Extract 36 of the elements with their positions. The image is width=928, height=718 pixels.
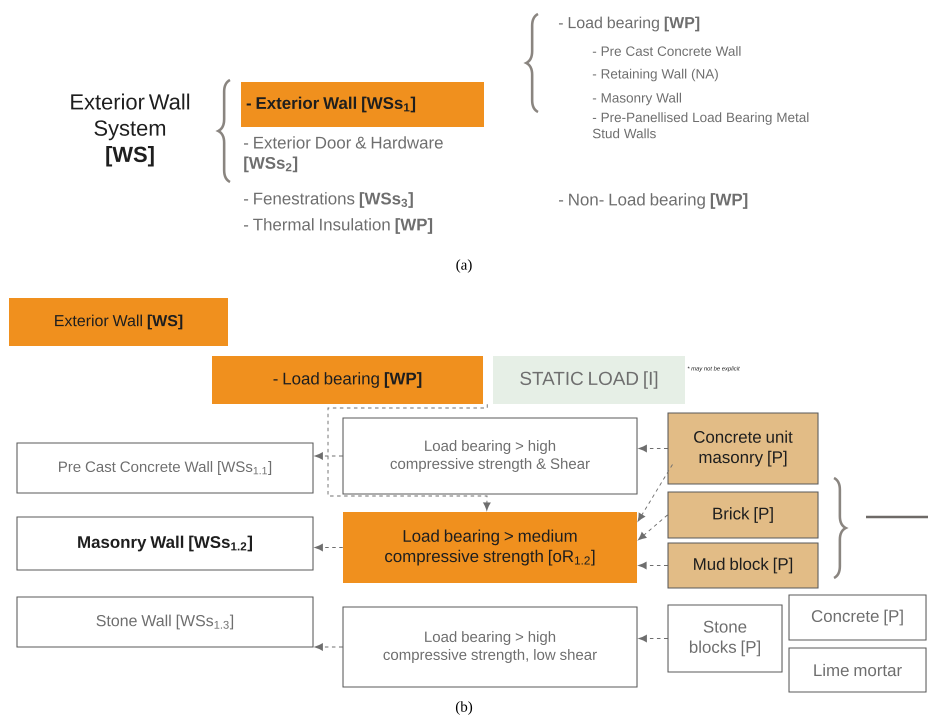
list-item: - Fenestrations [WSs$_{3}$] xyxy=(244,192,413,208)
list-item: - Masonry Wall xyxy=(592,92,681,106)
highlight-box: - Exterior Wall [WSs$_{1}$] xyxy=(241,82,484,127)
list-item: - Retaining Wall (NA) xyxy=(592,68,718,82)
load-box: STATIC LOAD [I] xyxy=(493,356,686,404)
material-box: Concrete unit masonry [P] xyxy=(667,412,819,485)
material-box: Concrete [P] xyxy=(788,594,927,641)
process-box: Load bearing > high compressive strength & Shear xyxy=(342,417,638,495)
arrow xyxy=(328,404,491,511)
list-item: - Pre Cast Concrete Wall xyxy=(592,46,740,56)
process-box: Load bearing > medium compressive strength [oR$_{1.2}$] xyxy=(343,512,637,583)
material-box: Lime mortar xyxy=(788,647,927,693)
list-heading: - Non- Load bearing [WP] xyxy=(559,193,748,209)
category-box: - Load bearing [WP] xyxy=(212,356,483,404)
process-box: Stone Wall [WSs$_{1.3}$] xyxy=(16,596,314,648)
list-item: - Thermal Insulation [WP] xyxy=(244,218,432,234)
process-box: Pre Cast Concrete Wall [WSs$_{1.1}$] xyxy=(16,442,314,494)
category-box: Exterior Wall [WS] xyxy=(9,298,228,346)
arrow xyxy=(638,562,668,570)
process-box: Load bearing > high compressive strength, low shear xyxy=(342,606,638,688)
material-box: Mud block [P] xyxy=(667,542,819,589)
arrow xyxy=(638,634,668,642)
arrow xyxy=(314,643,343,651)
arrow xyxy=(638,514,668,540)
arrow xyxy=(314,544,344,552)
panel-label: (a) xyxy=(456,259,472,273)
material-box: Stone blocks [P] xyxy=(667,604,783,673)
arrow xyxy=(314,452,343,460)
material-box: Brick [P] xyxy=(667,491,819,539)
panel-label: (b) xyxy=(456,701,472,715)
arrow xyxy=(638,444,668,452)
heading-text: Exterior Wall System [WS] xyxy=(71,94,190,166)
arrow xyxy=(638,464,673,522)
list-item: - Pre-Panellised Load Bearing Metal Stud Walls xyxy=(592,112,808,138)
process-box: Masonry Wall [WSs$_{1.2}$] xyxy=(16,516,314,571)
list-heading: - Load bearing [WP] xyxy=(558,16,700,32)
